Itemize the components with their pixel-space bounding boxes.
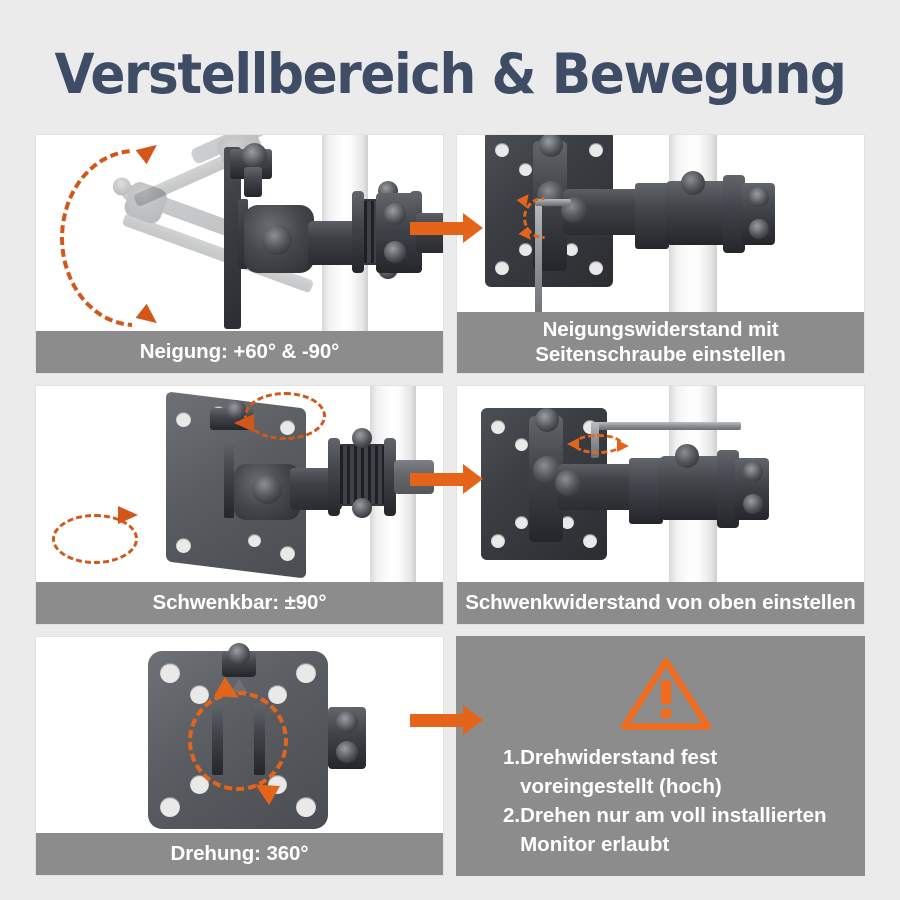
swivel-arrow-bottom-icon: [118, 506, 138, 524]
swivel-arc-bottom-icon: [52, 514, 138, 564]
orientation-up-marker-icon: [230, 679, 248, 693]
hex-key-top-icon: [591, 422, 741, 430]
panel-swivel-range-caption: Schwenkbar: ±90°: [36, 582, 443, 624]
panel-tilt-tension: Neigungswiderstand mit Seitenschraube ei…: [456, 134, 865, 374]
panel-tilt-range-caption: Neigung: +60° & -90°: [36, 331, 443, 373]
warning-triangle-icon: [620, 658, 711, 730]
swivel-arrow-top-icon: [234, 414, 254, 432]
list-item: 1. Drehwiderstand fest voreingestellt (h…: [503, 743, 848, 801]
panel-rotation-range-image: [36, 637, 443, 833]
panel-tilt-tension-image: [457, 135, 864, 312]
panel-swivel-tension-image: [457, 386, 864, 582]
list-item-text: Drehwiderstand fest voreingestellt (hoch…: [520, 746, 722, 798]
mount-bracket-plate-icon: [376, 193, 416, 273]
panel-rotation-range: Drehung: 360°: [35, 636, 444, 876]
monitor-mount-front-angle-icon: [148, 386, 434, 582]
swivel-arc-top-icon: [244, 392, 326, 440]
panel-tilt-range-image: [36, 135, 443, 331]
panel-rotation-warning-content: 1. Drehwiderstand fest voreingestellt (h…: [457, 637, 864, 875]
page-title: Verstellbereich & Bewegung: [54, 42, 847, 106]
rotation-arrow-head-right-icon: [617, 440, 629, 452]
panel-tilt-range: Neigung: +60° & -90°: [35, 134, 444, 374]
hex-key-tip-icon: [535, 199, 571, 206]
monitor-mount-on-pole-icon: [485, 135, 785, 312]
panel-rotation-range-caption: Drehung: 360°: [36, 833, 443, 875]
connector-arrow-row3: [410, 705, 483, 735]
panel-swivel-range: Schwenkbar: ±90°: [35, 385, 444, 625]
hex-key-icon: [535, 199, 542, 312]
list-item-number: 1.: [503, 746, 521, 769]
rotation-arrow-icon: [573, 434, 623, 454]
panel-swivel-tension: Schwenkwiderstand von oben einstellen: [456, 385, 865, 625]
monitor-mount-on-pole-icon: [481, 408, 781, 582]
rotation-circle-arrow-icon: [188, 691, 288, 791]
list-item-text: Drehen nur am voll installierten Monitor…: [520, 804, 827, 856]
panel-grid: Neigung: +60° & -90°: [35, 134, 865, 876]
caption-line-2: Seitenschraube einstellen: [535, 343, 786, 366]
rotation-warning-list: 1. Drehwiderstand fest voreingestellt (h…: [483, 743, 848, 859]
panel-swivel-tension-caption: Schwenkwiderstand von oben einstellen: [457, 582, 864, 624]
panel-tilt-tension-caption: Neigungswiderstand mit Seitenschraube ei…: [457, 312, 864, 373]
list-item: 2. Drehen nur am voll installierten Moni…: [503, 801, 848, 859]
vesa-plate-front-view-icon: [148, 643, 366, 829]
tilt-arc-arrow-down-icon: [135, 303, 163, 331]
rotation-arrow-head-left-icon: [567, 438, 579, 450]
list-item-number: 2.: [503, 804, 521, 827]
caption-line-1: Neigungswiderstand mit: [542, 318, 779, 341]
connector-arrow-row2: [410, 464, 483, 494]
connector-arrow-row1: [410, 213, 483, 243]
panel-swivel-range-image: [36, 386, 443, 582]
panel-rotation-warning: 1. Drehwiderstand fest voreingestellt (h…: [456, 636, 865, 876]
